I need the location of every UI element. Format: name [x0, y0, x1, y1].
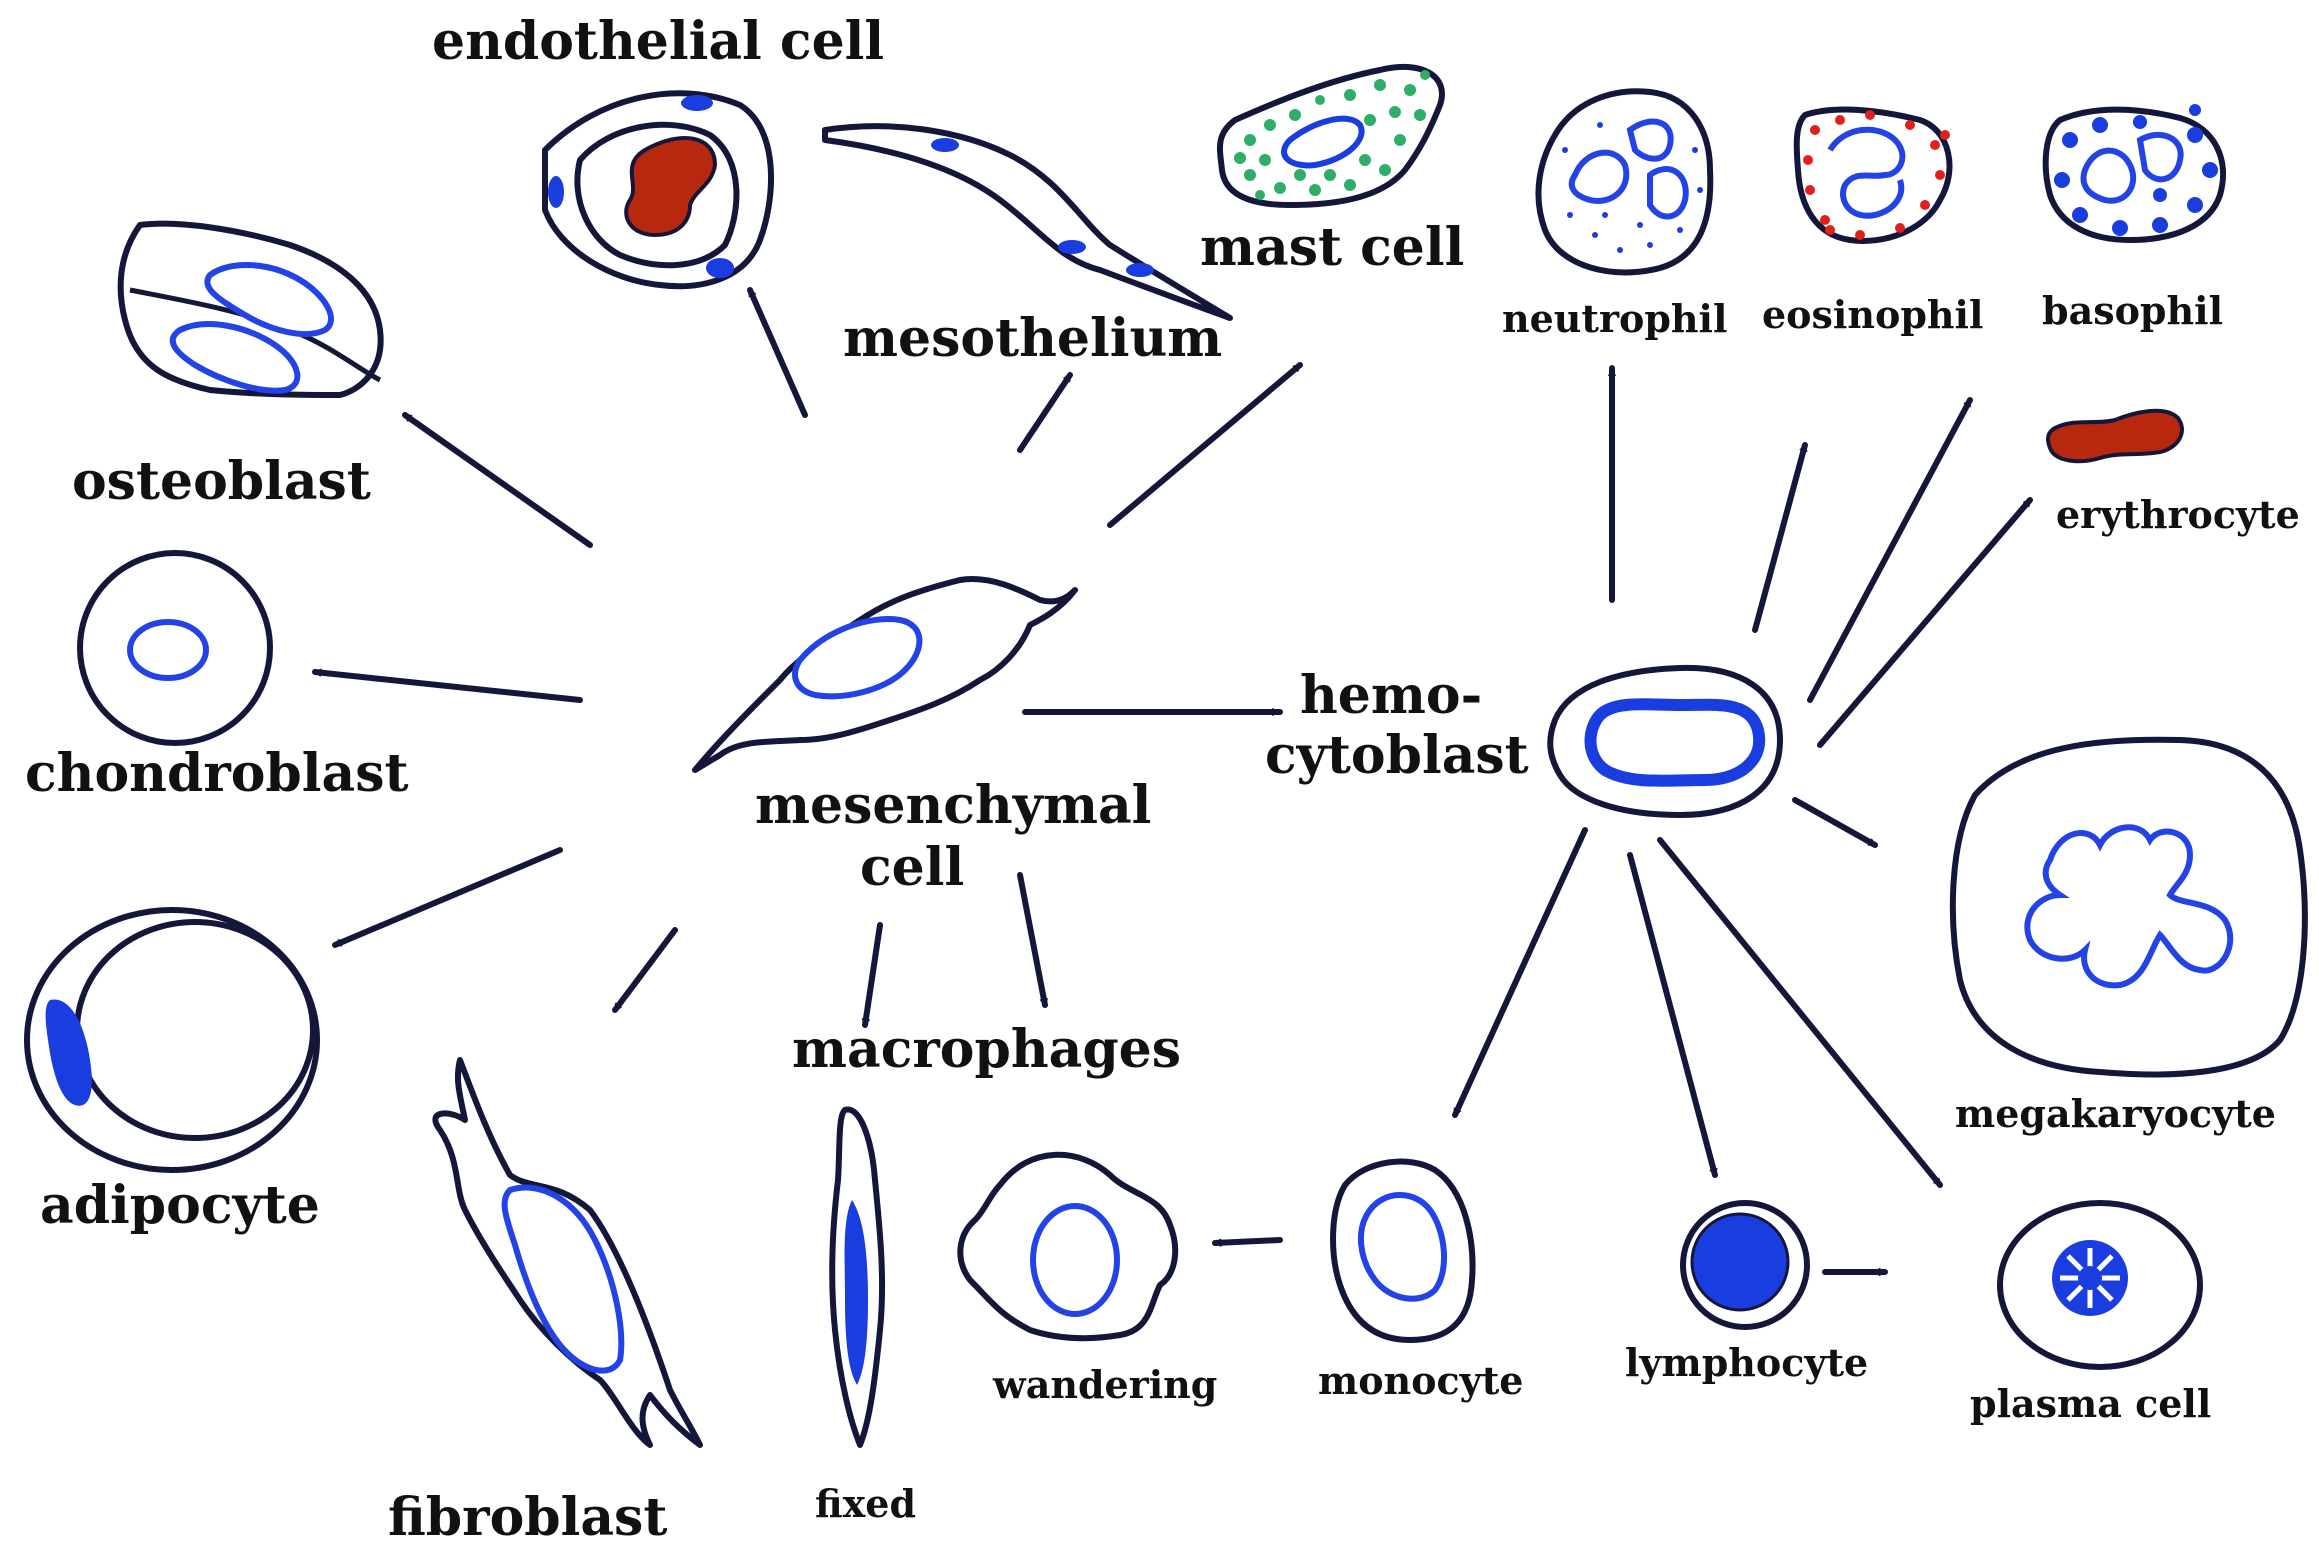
adipocyte-drawing [24, 907, 320, 1173]
label-adipocyte: adipocyte [40, 1175, 320, 1236]
fibroblast-drawing [432, 1057, 703, 1448]
label-fibroblast: fibroblast [388, 1487, 668, 1548]
label-mesenchymal-cell: cell [860, 837, 965, 898]
label-monocyte: monocyte [1318, 1358, 1524, 1403]
label-eosinophil: eosinophil [1762, 292, 1984, 337]
label-mesenchymal: mesenchymal [755, 775, 1152, 836]
wandering-macrophage-drawing [957, 1151, 1179, 1342]
label-hemo: hemo- [1300, 665, 1483, 726]
label-plasma-cell: plasma cell [1970, 1381, 2212, 1426]
hemocytoblast-drawing [1547, 664, 1783, 818]
label-fixed: fixed [815, 1481, 917, 1526]
label-basophil: basophil [2042, 288, 2224, 333]
label-osteoblast: osteoblast [72, 451, 371, 512]
mesenchymal-cell-drawing [692, 576, 1078, 773]
label-neutrophil: neutrophil [1502, 296, 1728, 341]
erythrocyte-drawing [2045, 408, 2184, 464]
chondroblast-drawing [77, 550, 273, 746]
plasma-cell-drawing [1997, 1200, 2203, 1370]
label-lymphocyte: lymphocyte [1625, 1340, 1869, 1385]
label-macrophages: macrophages [792, 1019, 1182, 1080]
mast-cell-drawing [1216, 63, 1445, 208]
label-erythrocyte: erythrocyte [2056, 492, 2300, 537]
basophil-drawing [2042, 104, 2227, 243]
label-endothelial-cell: endothelial cell [432, 11, 885, 72]
lineage-arrows [312, 287, 2033, 1272]
neutrophil-drawing [1535, 88, 1714, 276]
label-chondroblast: chondroblast [25, 743, 409, 804]
megakaryocyte-drawing [1949, 736, 2308, 1078]
label-mast-cell: mast cell [1200, 217, 1465, 278]
label-cytoblast: cytoblast [1265, 725, 1529, 786]
label-megakaryocyte: megakaryocyte [1955, 1091, 2276, 1136]
endothelial-cell-drawing [542, 90, 774, 290]
osteoblast-drawing [117, 220, 384, 398]
fixed-macrophage-drawing [829, 1106, 886, 1448]
label-wandering: wandering [993, 1362, 1218, 1407]
eosinophil-drawing [1793, 106, 1953, 244]
mesothelium-drawing [822, 123, 1233, 321]
lymphocyte-drawing [1680, 1200, 1810, 1330]
label-mesothelium: mesothelium [843, 308, 1223, 369]
monocyte-drawing [1330, 1158, 1476, 1343]
